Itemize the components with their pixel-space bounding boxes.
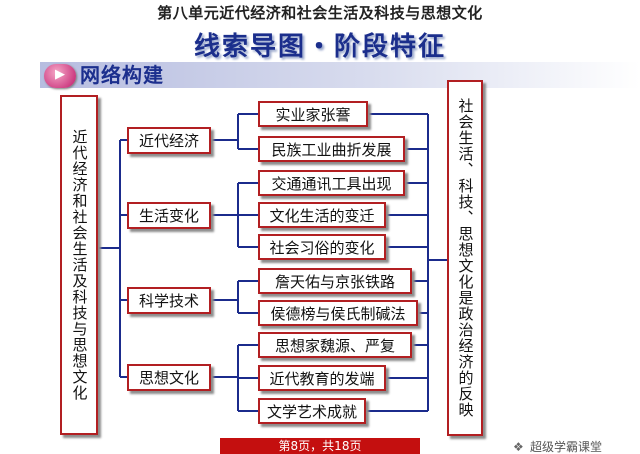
category-box-life: 生活变化 bbox=[127, 202, 211, 229]
watermark: 超级学霸课堂 bbox=[530, 440, 603, 454]
item-label: 社会习俗的变化 bbox=[269, 238, 375, 257]
page-indicator: 第8页，共18页 bbox=[220, 438, 420, 454]
item-label: 侯德榜与侯氏制碱法 bbox=[270, 304, 406, 323]
item-label: 文学艺术成就 bbox=[266, 402, 357, 421]
category-label: 近代经济 bbox=[138, 132, 199, 150]
item-label: 近代教育的发端 bbox=[269, 369, 375, 388]
diagram-subtitle: 线索导图・阶段特征 bbox=[193, 32, 446, 62]
item-label: 文化生活的变迁 bbox=[269, 206, 375, 225]
item-box: 思想家魏源、严复 bbox=[258, 332, 412, 358]
conclusion-box: 社会生活、科技、思想文化是政治经济的反映 bbox=[447, 80, 483, 436]
category-box-thought: 思想文化 bbox=[127, 364, 211, 391]
item-label: 思想家魏源、严复 bbox=[274, 336, 395, 355]
category-label: 生活变化 bbox=[138, 207, 199, 225]
category-box-science: 科学技术 bbox=[127, 287, 211, 314]
item-box: 文化生活的变迁 bbox=[258, 202, 386, 228]
item-label: 民族工业曲折发展 bbox=[271, 140, 392, 159]
item-label: 交通通讯工具出现 bbox=[271, 174, 392, 193]
item-box: 实业家张謇 bbox=[258, 101, 368, 127]
item-box: 社会习俗的变化 bbox=[258, 234, 386, 260]
page-title: 第八单元近代经济和社会生活及科技与思想文化 bbox=[157, 4, 483, 22]
item-label: 詹天佑与京张铁路 bbox=[274, 272, 395, 291]
category-label: 科学技术 bbox=[138, 292, 199, 310]
item-box: 交通通讯工具出现 bbox=[258, 170, 405, 196]
category-box-economy: 近代经济 bbox=[127, 127, 211, 154]
item-box: 民族工业曲折发展 bbox=[258, 136, 405, 162]
arrow-right-icon: ▶ bbox=[55, 67, 65, 82]
root-topic-box: 近代经济和社会生活及科技与思想文化 bbox=[60, 95, 98, 435]
conclusion-text: 社会生活、科技、思想文化是政治经济的反映 bbox=[456, 98, 475, 418]
item-box: 近代教育的发端 bbox=[258, 365, 386, 391]
item-box: 侯德榜与侯氏制碱法 bbox=[258, 300, 418, 326]
section-badge bbox=[44, 64, 76, 88]
item-label: 实业家张謇 bbox=[275, 105, 351, 124]
chat-bubble-icon: ❖ bbox=[513, 440, 524, 454]
category-label: 思想文化 bbox=[138, 369, 199, 387]
section-label: 网络构建 bbox=[80, 63, 164, 87]
item-box: 詹天佑与京张铁路 bbox=[258, 268, 412, 294]
item-box: 文学艺术成就 bbox=[258, 398, 366, 424]
root-topic-text: 近代经济和社会生活及科技与思想文化 bbox=[70, 129, 89, 401]
section-header-band bbox=[40, 62, 640, 88]
